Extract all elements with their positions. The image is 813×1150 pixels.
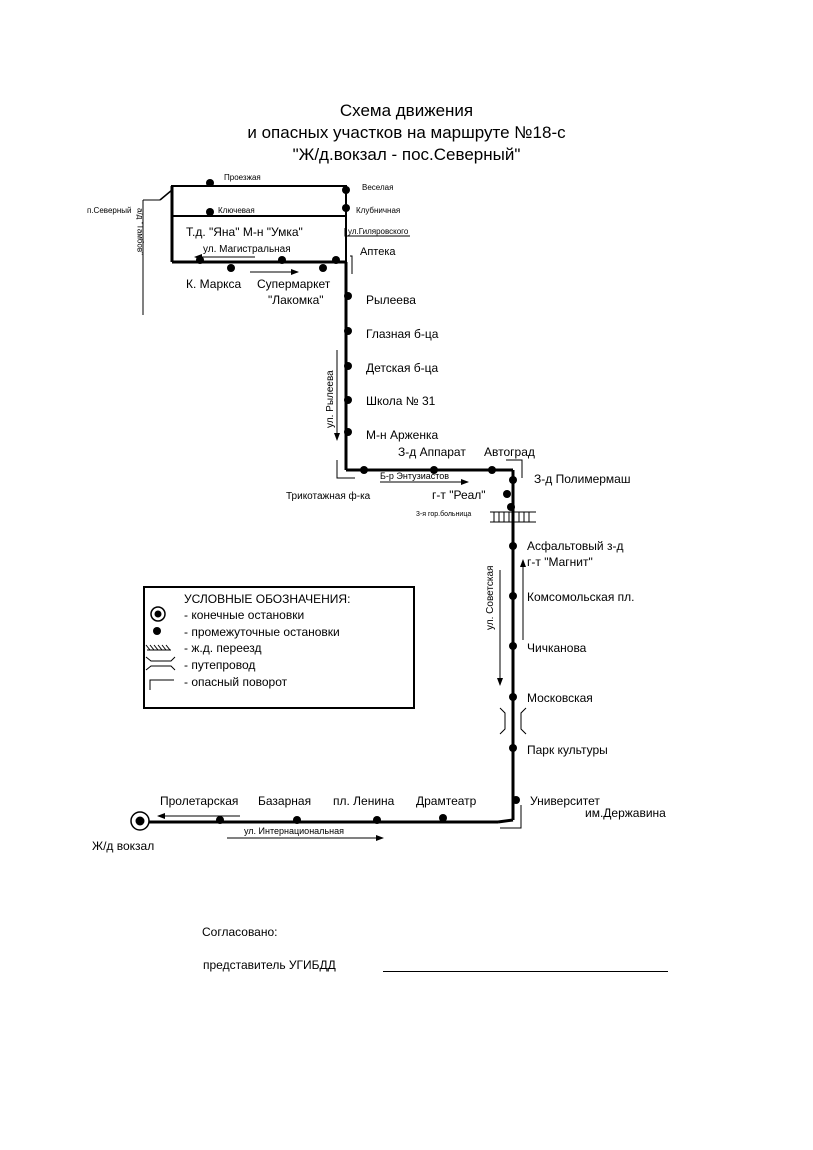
stop-dot	[509, 476, 517, 484]
stop-dot	[509, 542, 517, 550]
stop-dot	[344, 362, 352, 370]
legend-railway: - ж.д. переезд	[184, 641, 262, 655]
stop-dot	[373, 816, 381, 824]
stop-label: Асфальтовый з-д	[527, 539, 623, 553]
stop-dot	[344, 396, 352, 404]
stop-dot	[439, 814, 447, 822]
dangerous-turn-icon	[149, 679, 174, 690]
stop-label: З-д Аппарат	[398, 445, 466, 459]
stop-dots	[196, 179, 520, 824]
street-label: Ключевая	[218, 206, 255, 215]
railway-crossing	[490, 511, 536, 523]
agreed-label: Согласовано:	[202, 925, 278, 939]
stop-label: Автоград	[484, 445, 535, 459]
street-label: ул. Советская	[485, 566, 496, 630]
legend: УСЛОВНЫЕ ОБОЗНАЧЕНИЯ: - конечные останов…	[143, 586, 415, 709]
stop-label: Супермаркет	[257, 277, 331, 291]
stop-label: К. Маркса	[186, 277, 242, 291]
legend-turn: - опасный поворот	[184, 675, 288, 689]
signature-line	[383, 970, 668, 972]
stop-dot-icon	[153, 627, 161, 635]
legend-intermediate: - промежуточные остановки	[184, 625, 340, 639]
legend-terminal: - конечные остановки	[184, 608, 304, 622]
legend-frame	[143, 586, 415, 709]
street-label: Веселая	[362, 183, 393, 192]
street-label: ул. Интернациональная	[244, 826, 344, 836]
stop-dot	[196, 256, 204, 264]
stop-dot	[227, 264, 235, 272]
stop-label: "Лакомка"	[268, 293, 324, 307]
dangerous-turns	[336, 228, 523, 829]
street-label: а/д "Тамбов"	[136, 208, 145, 255]
stop-label: Т.д. "Яна" М-н "Умка"	[186, 225, 303, 239]
stop-label: Глазная б-ца	[366, 327, 439, 341]
terminal-stop	[130, 811, 150, 831]
stop-dot	[512, 796, 520, 804]
direction-arrows	[157, 254, 526, 841]
stop-label: им.Державина	[585, 806, 666, 820]
stop-label: З-д Полимермаш	[534, 472, 630, 486]
stop-dot	[360, 466, 368, 474]
stop-label: Детская б-ца	[366, 361, 439, 375]
stop-label: Аптека	[360, 246, 396, 258]
stop-label: Чичканова	[527, 641, 587, 655]
stop-dot	[216, 816, 224, 824]
stop-label: Московская	[527, 691, 593, 705]
title-line-2: и опасных участков на маршруте №18-с	[247, 123, 566, 142]
terminal-stop-icon	[150, 606, 166, 622]
severny-loop	[171, 185, 347, 217]
stop-label: Комсомольская пл.	[527, 590, 635, 604]
stop-label: г-т "Магнит"	[527, 555, 593, 569]
overpass-icon	[145, 656, 176, 671]
street-label: п.Северный	[87, 206, 131, 215]
railway-crossing-icon	[145, 644, 171, 651]
stop-dot	[509, 744, 517, 752]
representative-label: представитель УГИБДД	[203, 958, 336, 972]
street-label: Проезжая	[224, 173, 261, 182]
stop-label: 3-я гор.больница	[416, 510, 471, 518]
stop-dot	[507, 503, 515, 511]
stop-dot	[509, 592, 517, 600]
street-label: Клубничная	[356, 206, 400, 215]
stop-dot	[342, 186, 350, 194]
stop-label: Рылеева	[366, 293, 416, 307]
street-label: ул. Магистральная	[203, 244, 291, 255]
stop-dot	[430, 466, 438, 474]
street-label: ул.Гиляровского	[348, 227, 409, 236]
stop-dot	[344, 428, 352, 436]
stop-dot	[344, 327, 352, 335]
legend-overpass: - путепровод	[184, 658, 255, 672]
stop-dot	[503, 490, 511, 498]
stop-label: Пролетарская	[160, 794, 238, 808]
stop-label: Базарная	[258, 794, 311, 808]
title-line-3: "Ж/д.вокзал - пос.Северный"	[292, 145, 521, 164]
stop-dot	[206, 208, 214, 216]
stop-dot	[332, 256, 340, 264]
stop-label: пл. Ленина	[333, 794, 395, 808]
stop-dot	[342, 204, 350, 212]
overpass	[499, 707, 527, 735]
stop-dot	[344, 292, 352, 300]
stop-label: Трикотажная ф-ка	[286, 490, 371, 502]
stop-label: Ж/д вокзал	[92, 839, 154, 853]
stop-label: Университет	[530, 794, 600, 808]
stop-dot	[278, 256, 286, 264]
street-label: ул. Рылеева	[325, 370, 336, 428]
legend-heading: УСЛОВНЫЕ ОБОЗНАЧЕНИЯ:	[184, 592, 350, 606]
stop-dot	[206, 179, 214, 187]
stop-label: г-т "Реал"	[432, 488, 486, 502]
map-title: Схема движения и опасных участков на мар…	[0, 100, 813, 166]
stop-dot	[319, 264, 327, 272]
stop-dot	[488, 466, 496, 474]
title-line-1: Схема движения	[339, 101, 474, 120]
stop-label: Драмтеатр	[416, 794, 477, 808]
stop-dot	[509, 642, 517, 650]
stop-dot	[509, 693, 517, 701]
stop-dot	[293, 816, 301, 824]
stop-label: Школа № 31	[366, 394, 436, 408]
street-label: Б-р Энтузиастов	[380, 471, 449, 481]
stop-label: Парк культуры	[527, 743, 608, 757]
stop-label: М-н Арженка	[366, 428, 438, 442]
